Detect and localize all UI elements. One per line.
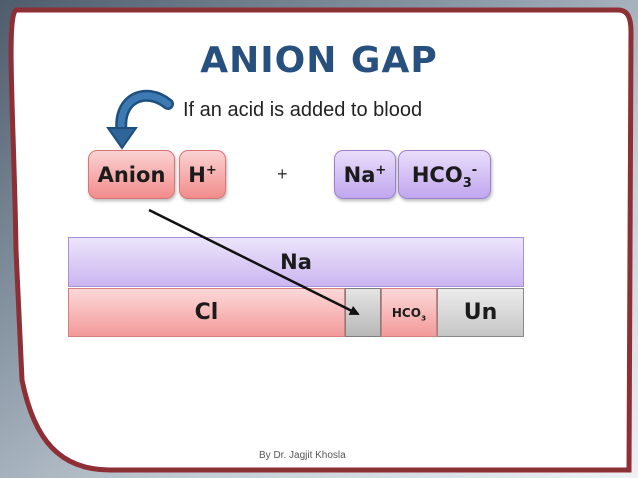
hco3-ion-box: HCO3- (398, 150, 491, 199)
na-ion-label: Na+ (343, 162, 387, 187)
h-ion-label: H+ (188, 162, 217, 187)
plus-sign: + (277, 164, 288, 184)
anion-label: Anion (97, 162, 166, 187)
cation-label: Na (280, 250, 312, 274)
curved-arrow-icon (106, 89, 174, 150)
hco3-ion-label: HCO3- (411, 162, 478, 191)
na-ion-box: Na+ (334, 150, 396, 199)
hco3-bar: HCO3 (381, 288, 437, 337)
cl-bar: Cl (68, 288, 345, 337)
unmeasured-label: Un (463, 300, 498, 325)
subtitle: If an acid is added to blood (183, 99, 423, 121)
unmeasured-bar: Un (437, 288, 524, 337)
cl-label: Cl (194, 300, 219, 325)
cation-bar: Na (68, 237, 524, 287)
footer-credit: By Dr. Jagjit Khosla (259, 450, 346, 461)
h-ion-box: H+ (179, 150, 226, 199)
slide-title: ANION GAP (200, 40, 438, 81)
hco3-bar-label: HCO3 (391, 305, 427, 322)
anion-box: Anion (88, 150, 175, 199)
new-anion-bar (345, 288, 381, 337)
